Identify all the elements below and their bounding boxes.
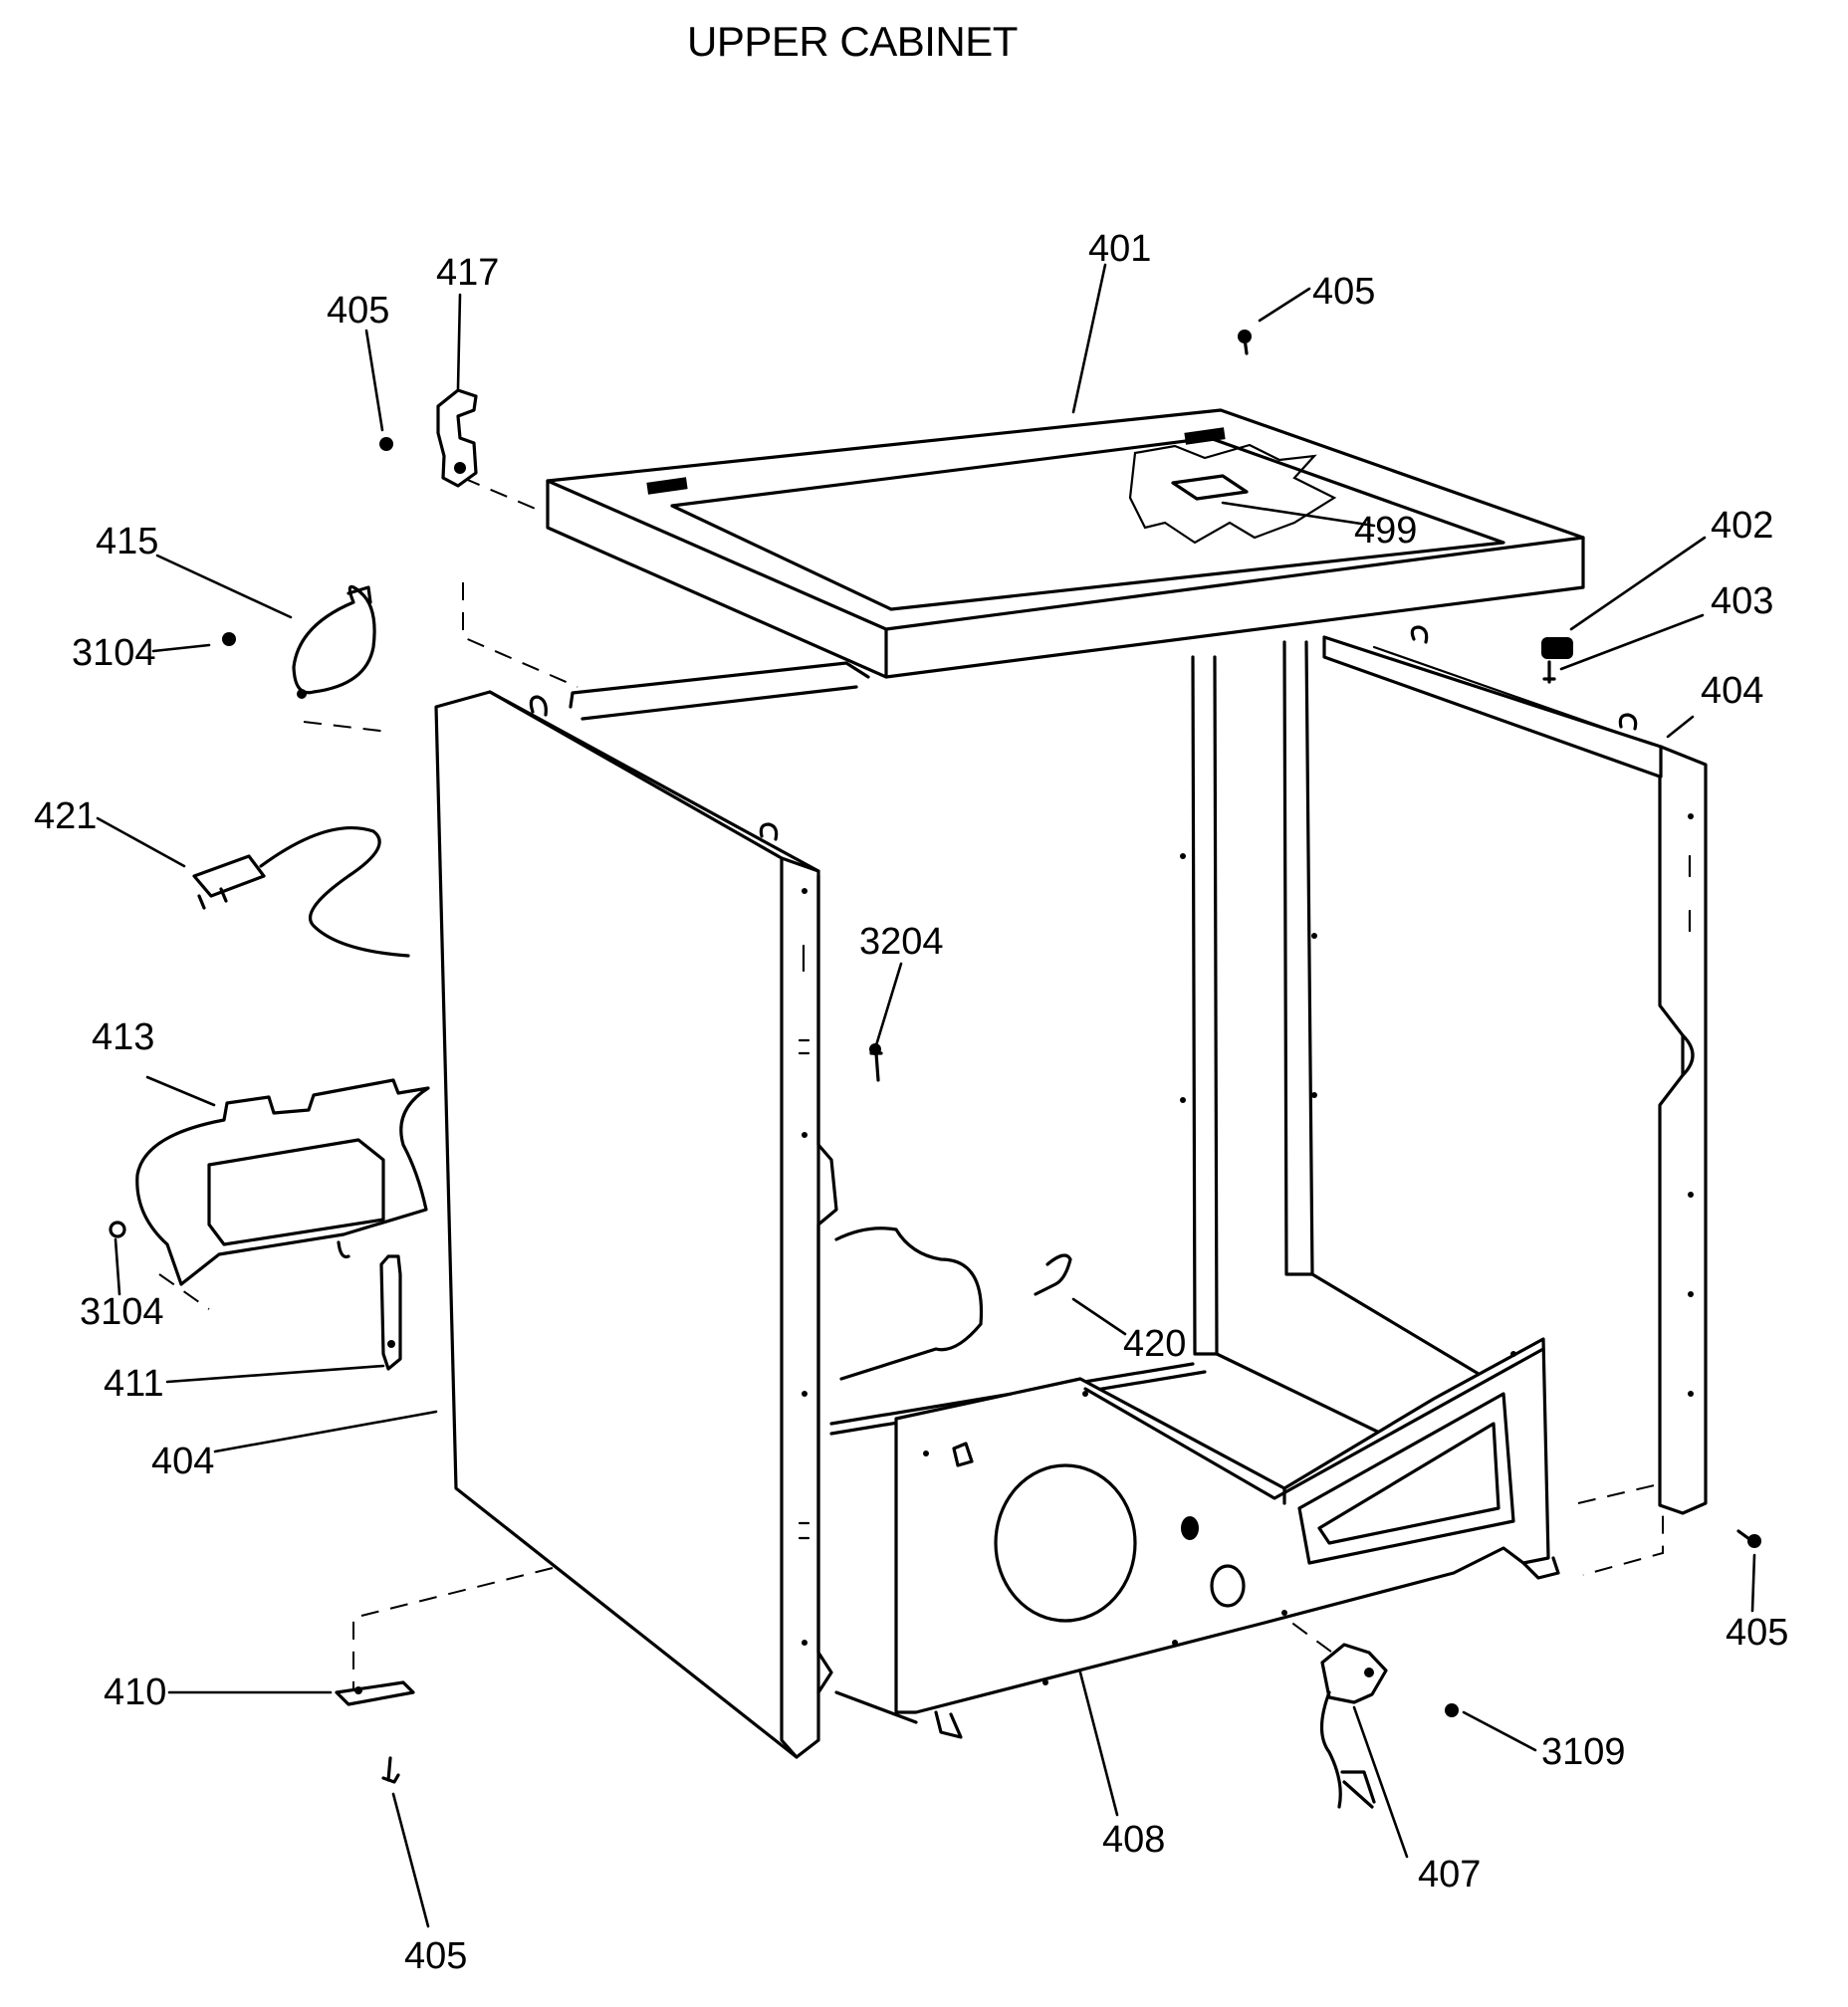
callout-408: 408 bbox=[1102, 1819, 1165, 1861]
callout-410: 410 bbox=[104, 1672, 166, 1713]
base-frame bbox=[834, 1337, 1560, 1739]
blower-duct-outline bbox=[834, 1226, 984, 1381]
callout-3109: 3109 bbox=[1541, 1731, 1626, 1773]
callout-405-top-right: 405 bbox=[1312, 271, 1375, 313]
callout-3104-upper: 3104 bbox=[72, 632, 156, 674]
hinge-bracket-part bbox=[436, 388, 478, 488]
door-switch-part bbox=[1319, 1643, 1388, 1809]
callout-421: 421 bbox=[34, 795, 97, 837]
power-cord-part bbox=[192, 825, 410, 958]
callout-405-bottom: 405 bbox=[404, 1935, 467, 1977]
callout-405-right: 405 bbox=[1726, 1612, 1788, 1654]
callout-403: 403 bbox=[1711, 580, 1773, 622]
assembly-guide-lines bbox=[158, 477, 1664, 1692]
callout-3104-lower: 3104 bbox=[80, 1291, 164, 1333]
callout-404-right: 404 bbox=[1701, 670, 1763, 712]
callout-411: 411 bbox=[104, 1363, 164, 1405]
callout-labels: 401 405 417 405 499 402 403 404 415 3104… bbox=[34, 228, 1788, 1977]
callout-413: 413 bbox=[92, 1016, 154, 1058]
callout-3204: 3204 bbox=[859, 921, 944, 963]
callout-402: 402 bbox=[1711, 505, 1773, 547]
clip-part bbox=[379, 1254, 402, 1371]
screws bbox=[109, 330, 1761, 1784]
callout-415: 415 bbox=[96, 521, 158, 562]
top-panel bbox=[546, 408, 1585, 679]
callout-401: 401 bbox=[1088, 228, 1151, 270]
access-cover-part bbox=[135, 1078, 430, 1286]
right-side-panel bbox=[1322, 625, 1708, 1515]
callout-499: 499 bbox=[1354, 510, 1417, 552]
callout-420: 420 bbox=[1123, 1323, 1186, 1365]
leveling-bracket-part bbox=[335, 1680, 415, 1706]
callout-404-left: 404 bbox=[151, 1441, 214, 1482]
callout-407: 407 bbox=[1418, 1854, 1481, 1896]
wire-clip-part bbox=[1034, 1253, 1072, 1296]
leader-lines bbox=[96, 263, 1756, 1928]
cabinet-frame bbox=[569, 640, 1505, 1470]
diagram-title: UPPER CABINET bbox=[687, 18, 1018, 65]
vent-cap-part bbox=[292, 584, 376, 699]
callout-417: 417 bbox=[436, 252, 499, 294]
left-side-panel bbox=[434, 690, 838, 1759]
callout-405-top-left: 405 bbox=[327, 290, 389, 332]
